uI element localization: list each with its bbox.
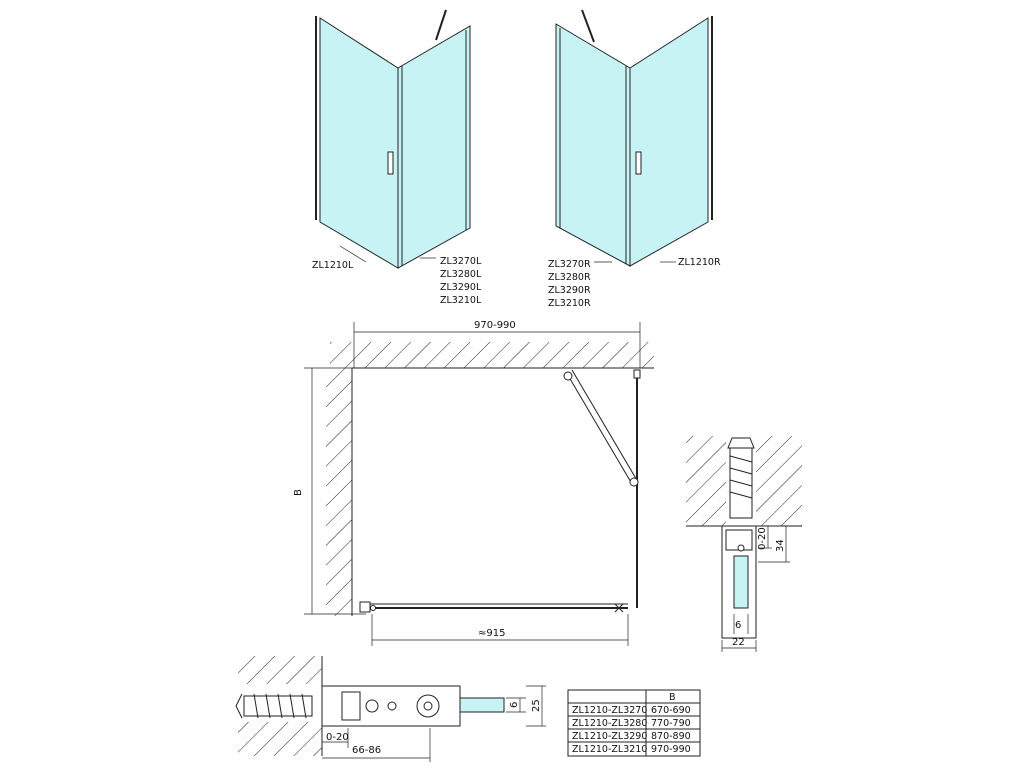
side-detail-view: 0-20 34 6 22 xyxy=(686,436,802,652)
size-table-row-1-b: 670-690 xyxy=(651,705,691,716)
size-table-row-1-model: ZL1210-ZL3270 xyxy=(572,705,647,716)
left-door-handle xyxy=(387,151,394,175)
size-table-row-4-b: 970-990 xyxy=(651,744,691,755)
size-table-row-2-model: ZL1210-ZL3280 xyxy=(572,718,647,729)
left-door-label: ZL1210L xyxy=(312,260,354,271)
size-table-row-4-model: ZL1210-ZL3210 xyxy=(572,744,647,755)
left-wall-label-2: ZL3280L xyxy=(440,269,482,280)
left-3d-view: ZL1210L ZL3270L ZL3280L ZL3290L ZL3210L xyxy=(312,9,482,306)
side-detail-wall-left xyxy=(686,436,726,526)
left-wall-label-4: ZL3210L xyxy=(440,295,482,306)
size-table-row-2-b: 770-790 xyxy=(651,718,691,729)
left-wall-glass xyxy=(397,25,471,269)
size-table-row-3-b: 870-890 xyxy=(651,731,691,742)
side-detail-wall-right xyxy=(756,436,802,526)
side-dim-6: 6 xyxy=(735,620,741,631)
bottom-dim-0-20: 0-20 xyxy=(326,732,349,743)
right-wall-label-3: ZL3290R xyxy=(548,285,591,296)
right-support-bar xyxy=(581,9,595,43)
plan-support-arm xyxy=(565,371,633,485)
plan-width-dim: 970-990 xyxy=(474,320,516,331)
left-support-bar xyxy=(435,9,447,41)
right-wall-label-1: ZL3270R xyxy=(548,259,591,270)
size-table-row-3-model: ZL1210-ZL3290 xyxy=(572,731,647,742)
side-dim-22: 22 xyxy=(732,637,745,648)
plan-depth-dim: B xyxy=(293,489,304,496)
left-wall-label-3: ZL3290L xyxy=(440,282,482,293)
left-door-glass xyxy=(319,17,399,269)
plan-door-dim: ≈915 xyxy=(478,628,505,639)
bottom-detail-wall-bottom xyxy=(238,722,322,756)
right-wall-label-2: ZL3280R xyxy=(548,272,591,283)
side-detail-glass xyxy=(733,555,749,609)
side-dim-34: 34 xyxy=(775,539,786,552)
right-door-handle xyxy=(635,151,642,175)
right-wall-label-4: ZL3210R xyxy=(548,298,591,309)
size-table-header-b: B xyxy=(669,692,676,703)
plan-left-wall xyxy=(326,368,352,616)
right-door-label: ZL1210R xyxy=(678,257,721,268)
right-3d-view: ZL1210R ZL3270R ZL3280R ZL3290R ZL3210R xyxy=(548,9,721,309)
size-table: B ZL1210-ZL3270 670-690 ZL1210-ZL3280 77… xyxy=(567,689,701,757)
plan-top-wall xyxy=(330,342,654,368)
plan-view: 970-990 B ≈915 xyxy=(293,320,654,646)
side-dim-0-20: 0-20 xyxy=(757,527,768,550)
bottom-detail-wall-top xyxy=(238,656,322,684)
right-door-glass xyxy=(629,17,709,267)
bottom-detail-glass xyxy=(459,697,505,713)
bottom-dim-25: 25 xyxy=(531,699,542,712)
right-wall-glass xyxy=(555,23,631,267)
left-wall-label-1: ZL3270L xyxy=(440,256,482,267)
bottom-dim-66-86: 66-86 xyxy=(352,745,381,756)
bottom-detail-view: 25 6 0-20 66-86 xyxy=(235,656,546,762)
bottom-dim-6: 6 xyxy=(509,702,520,708)
